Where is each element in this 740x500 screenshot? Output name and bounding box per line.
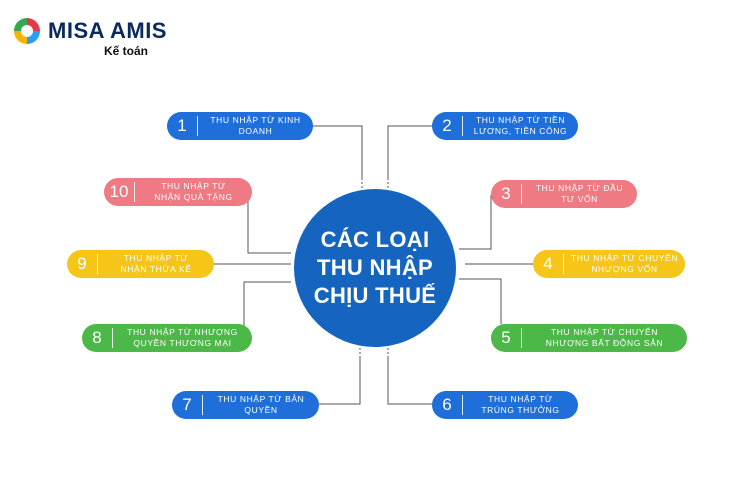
connector-1	[313, 125, 363, 178]
tax-item-7-label: THU NHẬP TỪ BẢN QUYỀN	[217, 394, 305, 415]
tax-item-9-number: 9	[77, 254, 87, 273]
central-topic: CÁC LOẠI THU NHẬP CHỊU THUẾ	[294, 189, 456, 347]
connector-3	[459, 195, 492, 250]
tax-item-1-label: THU NHẬP TỪ KINH DOANH	[210, 115, 301, 136]
tax-item-6-divider	[462, 395, 463, 415]
tax-item-2-label: THU NHẬP TỪ TIỀN LƯƠNG, TIỀN CÔNG	[473, 115, 568, 136]
tax-item-10-number: 10	[109, 182, 129, 201]
tax-item-1-number: 1	[177, 116, 187, 135]
central-topic-line-1: CÁC LOẠI	[320, 227, 430, 252]
tax-item-2-number: 2	[442, 116, 452, 135]
tax-item-6-number: 6	[442, 395, 452, 414]
tax-item-4-number: 4	[543, 254, 553, 273]
connector-6	[387, 356, 432, 405]
tax-item-6: 6 THU NHẬP TỪ TRÚNG THƯỞNG	[432, 391, 578, 419]
tax-item-10-divider	[134, 182, 135, 202]
tax-item-2: 2 THU NHẬP TỪ TIỀN LƯƠNG, TIỀN CÔNG	[432, 112, 578, 140]
misa-logo-icon	[14, 18, 40, 44]
tax-item-5: 5 THU NHẬP TỪ CHUYỂN NHƯỢNG BẤT ĐỘNG SẢN	[491, 324, 687, 352]
connector-8	[243, 281, 291, 326]
tax-item-8-number: 8	[92, 328, 102, 347]
connector-2	[387, 125, 432, 178]
central-topic-line-3: CHỊU THUẾ	[313, 283, 437, 308]
brand-name: MISA AMIS	[48, 18, 167, 43]
brand-subtitle: Kế toán	[104, 44, 149, 58]
tax-item-7-number: 7	[182, 395, 192, 414]
tax-item-5-number: 5	[501, 328, 511, 347]
tax-item-5-divider	[521, 328, 522, 348]
tax-item-8-label: THU NHẬP TỪ NHƯỢNG QUYỀN THƯƠNG MẠI	[127, 327, 238, 348]
tax-item-9-divider	[97, 254, 98, 274]
connector-7	[319, 356, 361, 405]
brand-logo: MISA AMIS Kế toán	[12, 14, 182, 64]
tax-item-4-divider	[563, 254, 564, 274]
tax-item-10: 10 THU NHẬP TỪ NHẬN QUÀ TẶNG	[104, 178, 252, 206]
connector-10	[247, 192, 291, 254]
tax-item-8: 8 THU NHẬP TỪ NHƯỢNG QUYỀN THƯƠNG MẠI	[82, 324, 252, 352]
tax-item-2-divider	[462, 116, 463, 136]
connector-5	[459, 278, 502, 324]
tax-item-3-number: 3	[501, 184, 511, 203]
tax-item-1: 1 THU NHẬP TỪ KINH DOANH	[167, 112, 313, 140]
tax-item-4-label: THU NHẬP TỪ CHUYỂN NHƯỢNG VỐN	[570, 253, 678, 274]
tax-item-3: 3 THU NHẬP TỪ ĐẦU TƯ VỐN	[491, 180, 637, 208]
tax-item-8-divider	[112, 328, 113, 348]
tax-item-4: 4 THU NHẬP TỪ CHUYỂN NHƯỢNG VỐN	[533, 250, 685, 278]
tax-item-9-label: THU NHẬP TỪ NHẬN THỪA KẾ	[120, 253, 192, 274]
central-topic-line-2: THU NHẬP	[316, 255, 434, 280]
tax-item-3-label: THU NHẬP TỪ ĐẦU TƯ VỐN	[535, 183, 624, 204]
tax-item-3-divider	[521, 184, 522, 204]
tax-item-9: 9 THU NHẬP TỪ NHẬN THỪA KẾ	[67, 250, 214, 278]
tax-item-7-divider	[202, 395, 203, 415]
tax-item-5-label: THU NHẬP TỪ CHUYỂN NHƯỢNG BẤT ĐỘNG SẢN	[545, 327, 664, 348]
tax-item-7: 7 THU NHẬP TỪ BẢN QUYỀN	[172, 391, 319, 419]
tax-item-10-label: THU NHẬP TỪ NHẬN QUÀ TẶNG	[154, 181, 233, 202]
tax-item-1-divider	[197, 116, 198, 136]
tax-item-6-label: THU NHẬP TỪ TRÚNG THƯỞNG	[481, 394, 560, 415]
